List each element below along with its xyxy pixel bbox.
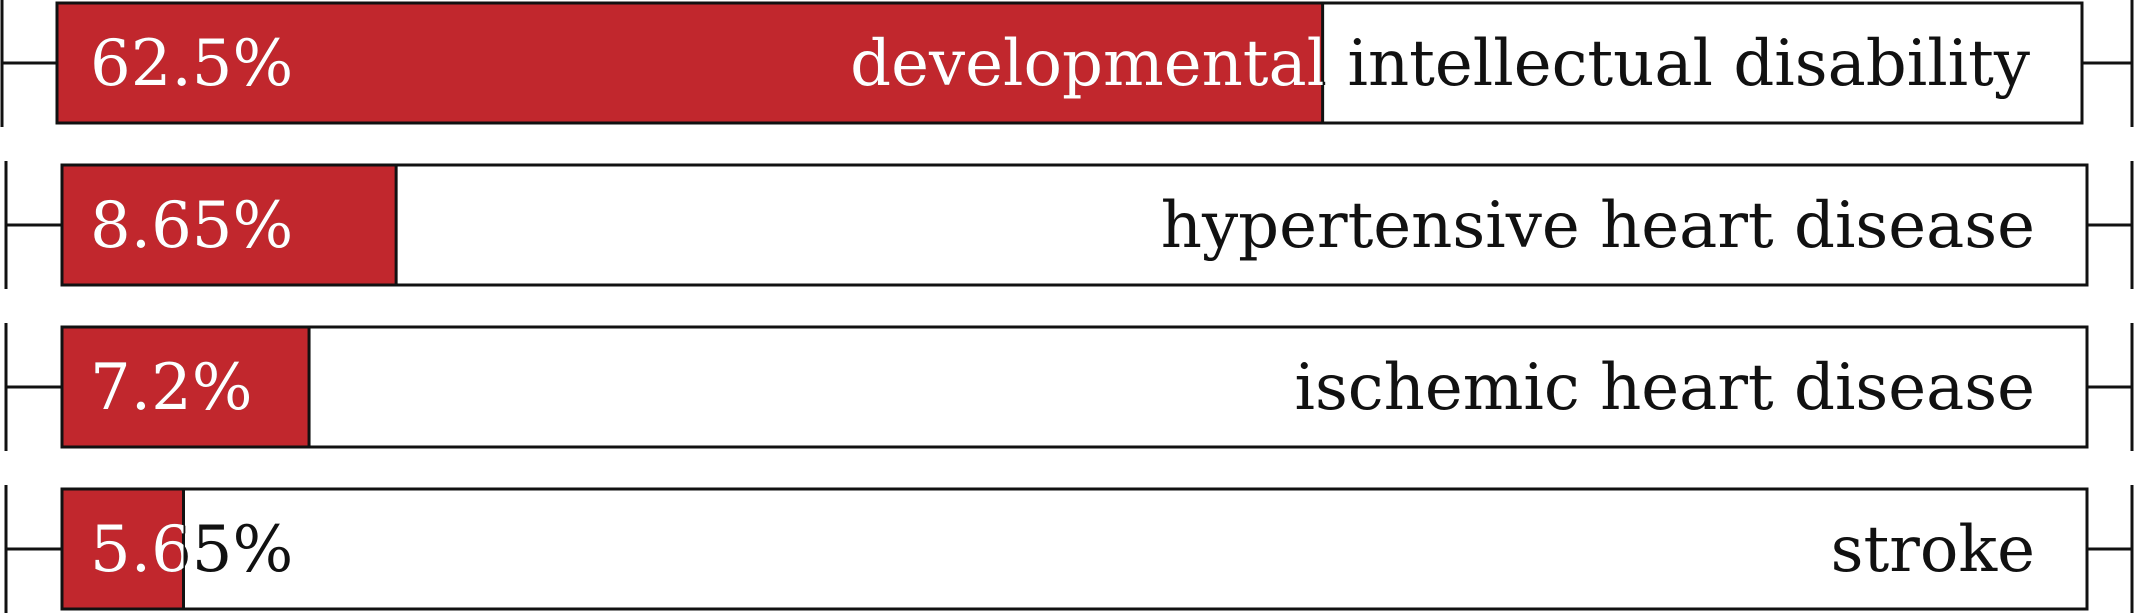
bar-track (60, 325, 2089, 449)
bar-row: 62.5%62.5%developmental intellectual dis… (0, 0, 2134, 127)
value-label-on-fill: 62.5% (90, 27, 293, 101)
category-label: stroke (1831, 513, 2035, 587)
value-label-on-fill: 7.2% (90, 351, 253, 425)
value-label-on-fill: 5.65% (90, 513, 293, 587)
value-label-on-fill: 8.65% (90, 189, 293, 263)
bar-fill (60, 487, 185, 611)
value-label: 5.65% (90, 513, 293, 587)
category-label: ischemic heart disease (1294, 351, 2035, 425)
bar-fill (55, 1, 1325, 125)
value-label: 62.5% (90, 27, 293, 101)
value-label: 7.2% (90, 351, 253, 425)
bar-fill (60, 163, 398, 287)
bar-row: 7.2%7.2%ischemic heart diseaseischemic h… (4, 323, 2134, 451)
bar-fill (60, 325, 311, 449)
bar-row: 8.65%8.65%hypertensive heart diseasehype… (4, 161, 2134, 289)
category-label: hypertensive heart disease (1161, 189, 2035, 263)
value-label: 8.65% (90, 189, 293, 263)
bar-track (60, 487, 2089, 611)
bar-row: 5.65%5.65%strokestroke (4, 485, 2134, 613)
category-label-on-fill: developmental intellectual disability (850, 27, 2030, 101)
category-label: developmental intellectual disability (850, 27, 2030, 101)
